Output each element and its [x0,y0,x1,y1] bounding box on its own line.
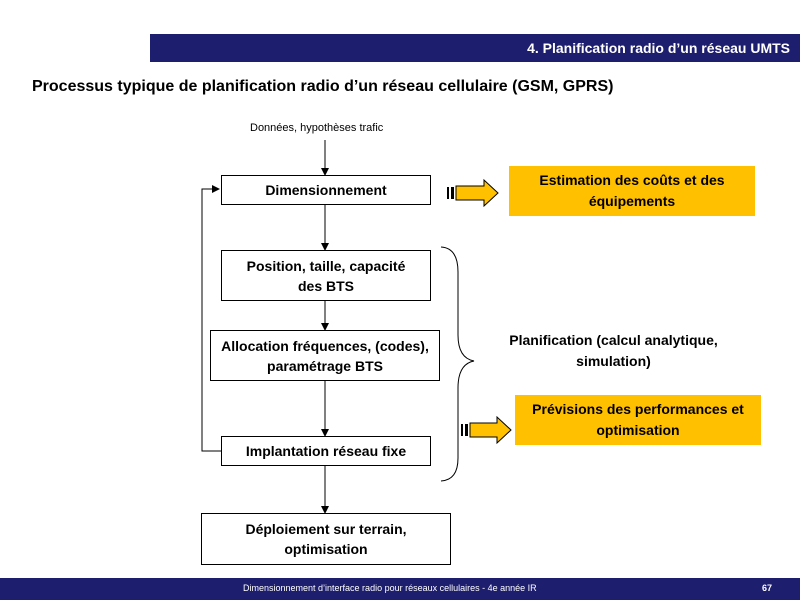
footer-text: Dimensionnement d’interface radio pour r… [243,583,537,593]
step-allocation-frequences: Allocation fréquences, (codes), paramétr… [210,330,440,381]
output-previsions-performances: Prévisions des performances et optimisat… [515,395,761,445]
output-arrow-performance [461,415,512,445]
footer-bar: Dimensionnement d’interface radio pour r… [0,578,800,600]
feedback-loop-arrow [201,185,221,452]
header-bar: 4. Planification radio d’un réseau UMTS [150,34,800,62]
step-position-bts: Position, taille, capacité des BTS [221,250,431,301]
page-number: 67 [762,583,773,593]
output-arrow-costs [447,178,499,208]
planification-label: Planification (calcul analytique, simula… [509,332,718,369]
curly-bracket [440,246,475,482]
step-deploiement: Déploiement sur terrain, optimisation [201,513,451,565]
step-dimensionnement: Dimensionnement [221,175,431,205]
step-implantation-reseau: Implantation réseau fixe [221,436,431,466]
section-title: 4. Planification radio d’un réseau UMTS [527,40,790,56]
input-label: Données, hypothèses trafic [250,122,384,134]
output-estimation-couts: Estimation des coûts et des équipements [509,166,755,216]
page-title: Processus typique de planification radio… [32,78,614,95]
